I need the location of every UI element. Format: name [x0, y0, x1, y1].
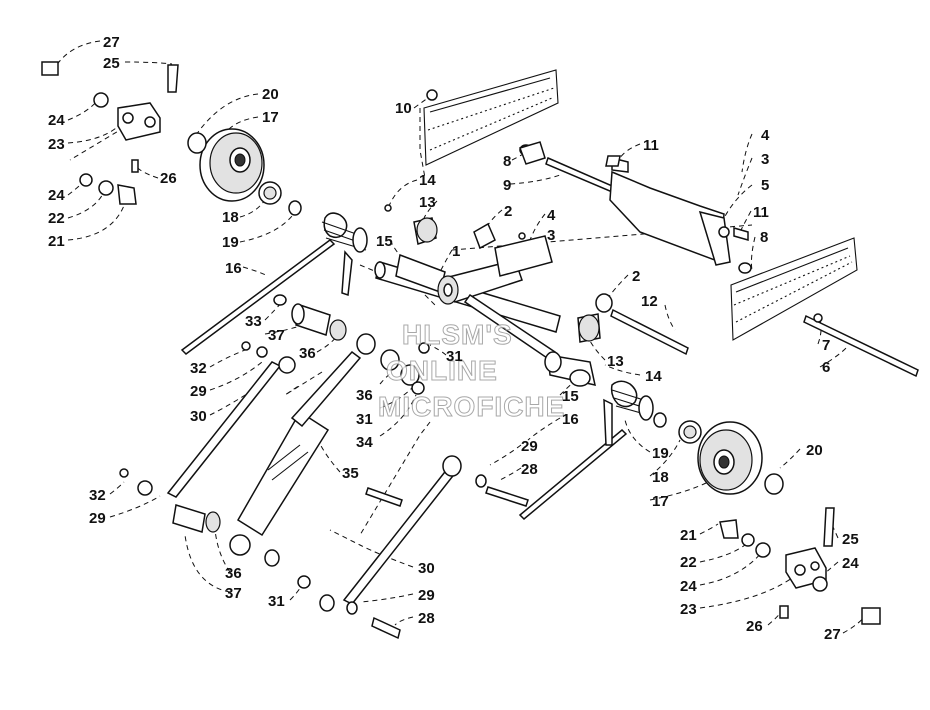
callout-label: 2 [504, 203, 512, 220]
callout-label: 24 [842, 555, 859, 572]
callout-label: 35 [342, 465, 359, 482]
callout-label: 20 [806, 442, 823, 459]
lower-rail-panel [730, 237, 858, 341]
callout-label: 20 [262, 86, 279, 103]
callout-label: 36 [225, 565, 242, 582]
callout-label: 29 [418, 587, 435, 604]
idler-wheel-lower [653, 412, 784, 495]
callout-label: 14 [645, 368, 662, 385]
callout-label: 18 [652, 469, 669, 486]
callout-label: 32 [89, 487, 106, 504]
callout-label: 16 [562, 411, 579, 428]
callout-label: 11 [753, 204, 769, 221]
callout-label: 21 [680, 527, 697, 544]
callout-label: 15 [562, 388, 579, 405]
idler-wheel-upper [187, 128, 302, 216]
callout-label: 27 [824, 626, 841, 643]
callout-label: 31 [268, 593, 285, 610]
callout-label: 9 [503, 177, 511, 194]
shock-absorber [236, 350, 362, 537]
callout-label: 19 [222, 234, 239, 251]
callout-label: 19 [652, 445, 669, 462]
torsion-spring-right [603, 380, 654, 446]
callout-label: 36 [299, 345, 316, 362]
callout-label: 16 [225, 260, 242, 277]
callout-label: 1 [452, 243, 460, 260]
callout-label: 25 [842, 531, 859, 548]
callout-label: 33 [245, 313, 262, 330]
axle-bracket-lower [719, 507, 881, 625]
callout-label: 13 [419, 194, 436, 211]
callout-labels: 27 25 24 23 24 22 21 26 20 17 18 19 16 1… [48, 34, 859, 643]
axle-bracket-upper [41, 61, 179, 205]
callout-label: 12 [641, 293, 658, 310]
callout-label: 3 [547, 227, 555, 244]
callout-label: 29 [89, 510, 106, 527]
watermark-line-3: MICROFICHE [378, 391, 565, 422]
callout-label: 29 [190, 383, 207, 400]
callout-label: 22 [48, 210, 65, 227]
bushings [119, 141, 613, 615]
callout-label: 37 [225, 585, 242, 602]
callout-label: 23 [680, 601, 697, 618]
watermark-line-1: HLSM'S [402, 319, 513, 350]
watermark: HLSM'S ONLINE MICROFICHE [378, 319, 565, 423]
callout-label: 24 [48, 187, 65, 204]
callout-label: 37 [268, 327, 285, 344]
callout-label: 15 [376, 233, 393, 250]
callout-label: 24 [680, 578, 697, 595]
callout-label: 34 [356, 434, 373, 451]
callout-label: 10 [395, 100, 412, 117]
callout-label: 3 [761, 151, 769, 168]
callout-label: 26 [160, 170, 177, 187]
callout-label: 30 [418, 560, 435, 577]
torsion-spring-left [321, 212, 368, 297]
bolts [365, 89, 823, 640]
callout-label: 24 [48, 112, 65, 129]
callout-label: 11 [643, 137, 659, 154]
callout-label: 26 [746, 618, 763, 635]
callout-label: 8 [503, 153, 511, 170]
callout-label: 8 [760, 229, 768, 246]
callout-label: 32 [190, 360, 207, 377]
callout-label: 25 [103, 55, 120, 72]
mount-bracket-5 [609, 157, 752, 274]
callout-label: 7 [822, 337, 830, 354]
callout-label: 17 [262, 109, 279, 126]
callout-label: 5 [761, 177, 769, 194]
callout-label: 29 [521, 438, 538, 455]
main-cross-shaft [374, 235, 561, 362]
callout-label: 23 [48, 136, 65, 153]
callout-label: 18 [222, 209, 239, 226]
long-rods [166, 156, 919, 605]
callout-label: 31 [446, 348, 463, 365]
callout-label: 22 [680, 554, 697, 571]
callout-label: 27 [103, 34, 120, 51]
watermark-line-2: ONLINE [386, 355, 498, 386]
callout-label: 28 [521, 461, 538, 478]
callout-label: 31 [356, 411, 373, 428]
callout-label: 21 [48, 233, 65, 250]
callout-label: 28 [418, 610, 435, 627]
callout-label: 14 [419, 172, 436, 189]
callout-label: 36 [356, 387, 373, 404]
callout-label: 30 [190, 408, 207, 425]
callout-label: 17 [652, 493, 669, 510]
callout-label: 2 [632, 268, 640, 285]
callout-label: 6 [822, 359, 830, 376]
upper-rail-panel [423, 69, 559, 166]
callout-label: 4 [761, 127, 770, 144]
callout-label: 4 [547, 207, 556, 224]
callout-label: 13 [607, 353, 624, 370]
